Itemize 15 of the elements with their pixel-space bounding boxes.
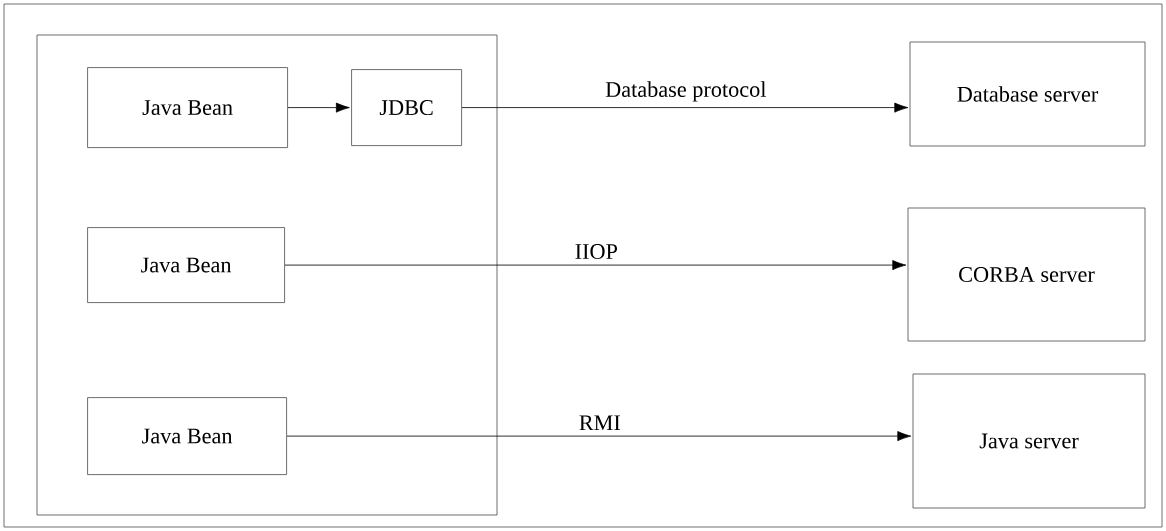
arrow: [286, 431, 912, 442]
edge-label: Database protocol: [604, 80, 768, 103]
component-box: Java Bean: [87, 67, 288, 148]
server-box: Java server: [912, 373, 1146, 509]
container-box: [36, 34, 498, 516]
server-box: Database server: [909, 41, 1146, 147]
component-box: Java Bean: [87, 397, 287, 475]
arrow: [287, 102, 350, 113]
server-box: CORBA server: [907, 207, 1146, 342]
arrow: [461, 102, 909, 113]
edge-label: RMI: [577, 414, 622, 432]
component-box: JDBC: [351, 69, 462, 146]
component-box: Java Bean: [87, 227, 285, 303]
arrow: [284, 260, 907, 271]
edge-label: IIOP: [573, 242, 620, 261]
